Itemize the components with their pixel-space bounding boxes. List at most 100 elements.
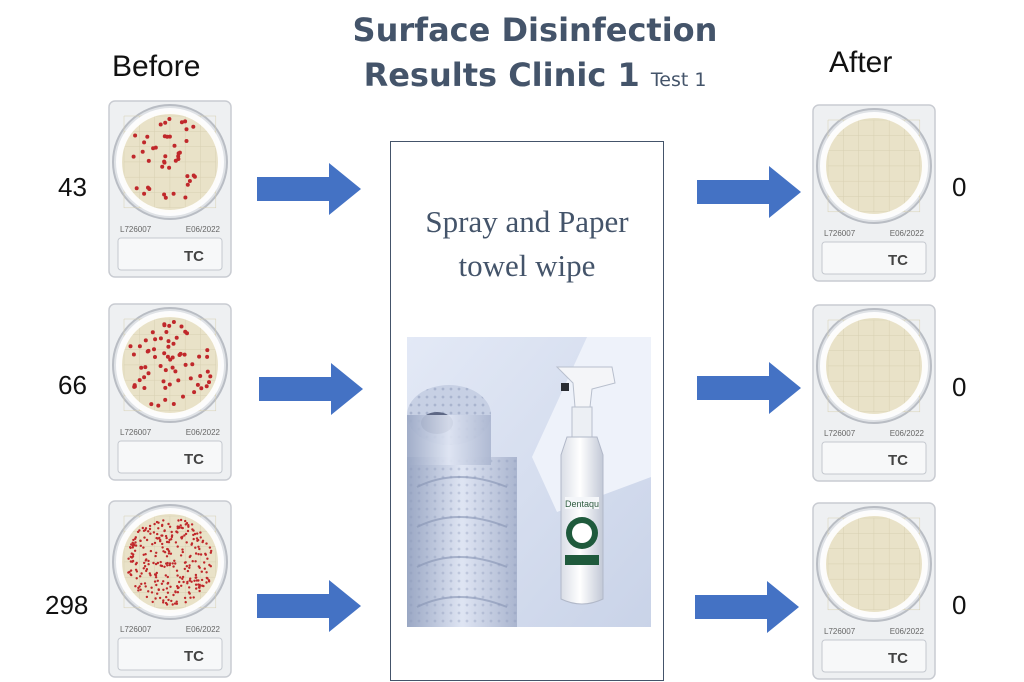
colony-dot [203, 561, 206, 564]
colony-dot [187, 524, 190, 527]
colony-dot [152, 561, 155, 565]
colony-dot [197, 565, 200, 568]
colony-dot [166, 344, 171, 349]
colony-dot [177, 586, 180, 589]
colony-dot [168, 538, 171, 542]
colony-dot [198, 547, 201, 551]
colony-dot [167, 165, 172, 170]
colony-dot [207, 580, 211, 583]
colony-dot [179, 524, 182, 527]
plate-type-code: TC [888, 452, 908, 469]
colony-dot [165, 595, 168, 599]
colony-dot [191, 173, 196, 178]
colony-dot [129, 573, 132, 576]
plate-lot-number: L726007 [120, 625, 152, 634]
colony-dot [192, 529, 195, 532]
colony-dot [158, 122, 163, 127]
colony-dot [194, 560, 197, 563]
colony-dot [166, 575, 169, 579]
colony-dot [133, 549, 137, 552]
colony-dot [176, 545, 179, 548]
colony-dot [160, 582, 164, 585]
colony-dot [181, 550, 184, 554]
colony-dot [185, 331, 189, 336]
colony-dot [127, 571, 130, 574]
colony-dot [189, 596, 192, 599]
page-title: Surface Disinfection Results Clinic 1 Te… [300, 8, 770, 103]
colony-dot [135, 577, 138, 580]
colony-dot [166, 339, 171, 344]
colony-dot [134, 563, 138, 566]
colony-dot [206, 557, 209, 560]
colony-dot [194, 546, 197, 549]
plate-label-area [117, 237, 223, 271]
right-arrow-icon [257, 580, 361, 632]
before-count-row-2: 66 [58, 370, 87, 400]
colony-dot [160, 164, 165, 169]
colony-dot [143, 561, 146, 565]
colony-dot [205, 576, 208, 580]
colony-dot [171, 603, 174, 606]
colony-dot [197, 545, 200, 548]
colony-dot [163, 397, 168, 402]
colony-dot [168, 562, 172, 565]
colony-dot [137, 378, 142, 383]
colony-dot [166, 564, 169, 567]
plate-type-code: TC [184, 648, 204, 665]
colony-dot [176, 574, 179, 577]
colony-dot [137, 586, 140, 590]
colony-dot [181, 394, 185, 399]
colony-dot [131, 352, 136, 357]
colony-dot [209, 565, 212, 568]
colony-dot [163, 385, 168, 390]
colony-dot [188, 579, 191, 582]
colony-dot [153, 580, 157, 583]
colony-dot [197, 354, 202, 359]
colony-dot [179, 518, 183, 522]
colony-dot [182, 580, 185, 584]
colony-dot [163, 368, 168, 373]
colony-dot [163, 120, 168, 125]
colony-dot [129, 546, 132, 549]
plate-lot-number: L726007 [120, 225, 152, 234]
colony-dot [204, 553, 207, 556]
colony-dot [205, 354, 210, 359]
colony-dot [156, 592, 159, 595]
colony-dot [194, 576, 197, 579]
colony-dot [143, 536, 146, 539]
colony-dot [162, 601, 165, 604]
colony-dot [164, 534, 168, 538]
colony-dot [163, 195, 168, 200]
colony-dot [144, 553, 147, 556]
colony-dot [180, 536, 183, 539]
colony-dot [178, 351, 183, 356]
colony-dot [158, 596, 162, 600]
colony-dot [204, 384, 209, 389]
plate-lot-number: L726007 [120, 428, 152, 437]
colony-dot [158, 364, 163, 368]
colony-dot [155, 583, 158, 587]
colony-dot [172, 593, 175, 597]
colony-dot [199, 553, 203, 556]
colony-dot [180, 526, 183, 529]
colony-dot [179, 554, 183, 557]
spray-and-paper-towel-photo: Dentaqu [407, 337, 651, 627]
colony-dot [194, 573, 198, 577]
colony-dot [198, 586, 201, 589]
colony-dot [154, 554, 157, 558]
title-subtitle: Test 1 [650, 69, 707, 91]
colony-dot [187, 591, 191, 594]
colony-dot [198, 589, 201, 593]
colony-dot [181, 548, 184, 551]
colony-dot [152, 531, 156, 534]
colony-dot [174, 541, 178, 544]
colony-dot [185, 565, 189, 568]
colony-dot [175, 569, 179, 572]
colony-dot [151, 146, 156, 151]
colony-dot [146, 348, 151, 353]
colony-dot [145, 134, 150, 139]
colony-dot [201, 584, 204, 587]
colony-dot [186, 582, 189, 585]
before-heading: Before [112, 50, 201, 83]
